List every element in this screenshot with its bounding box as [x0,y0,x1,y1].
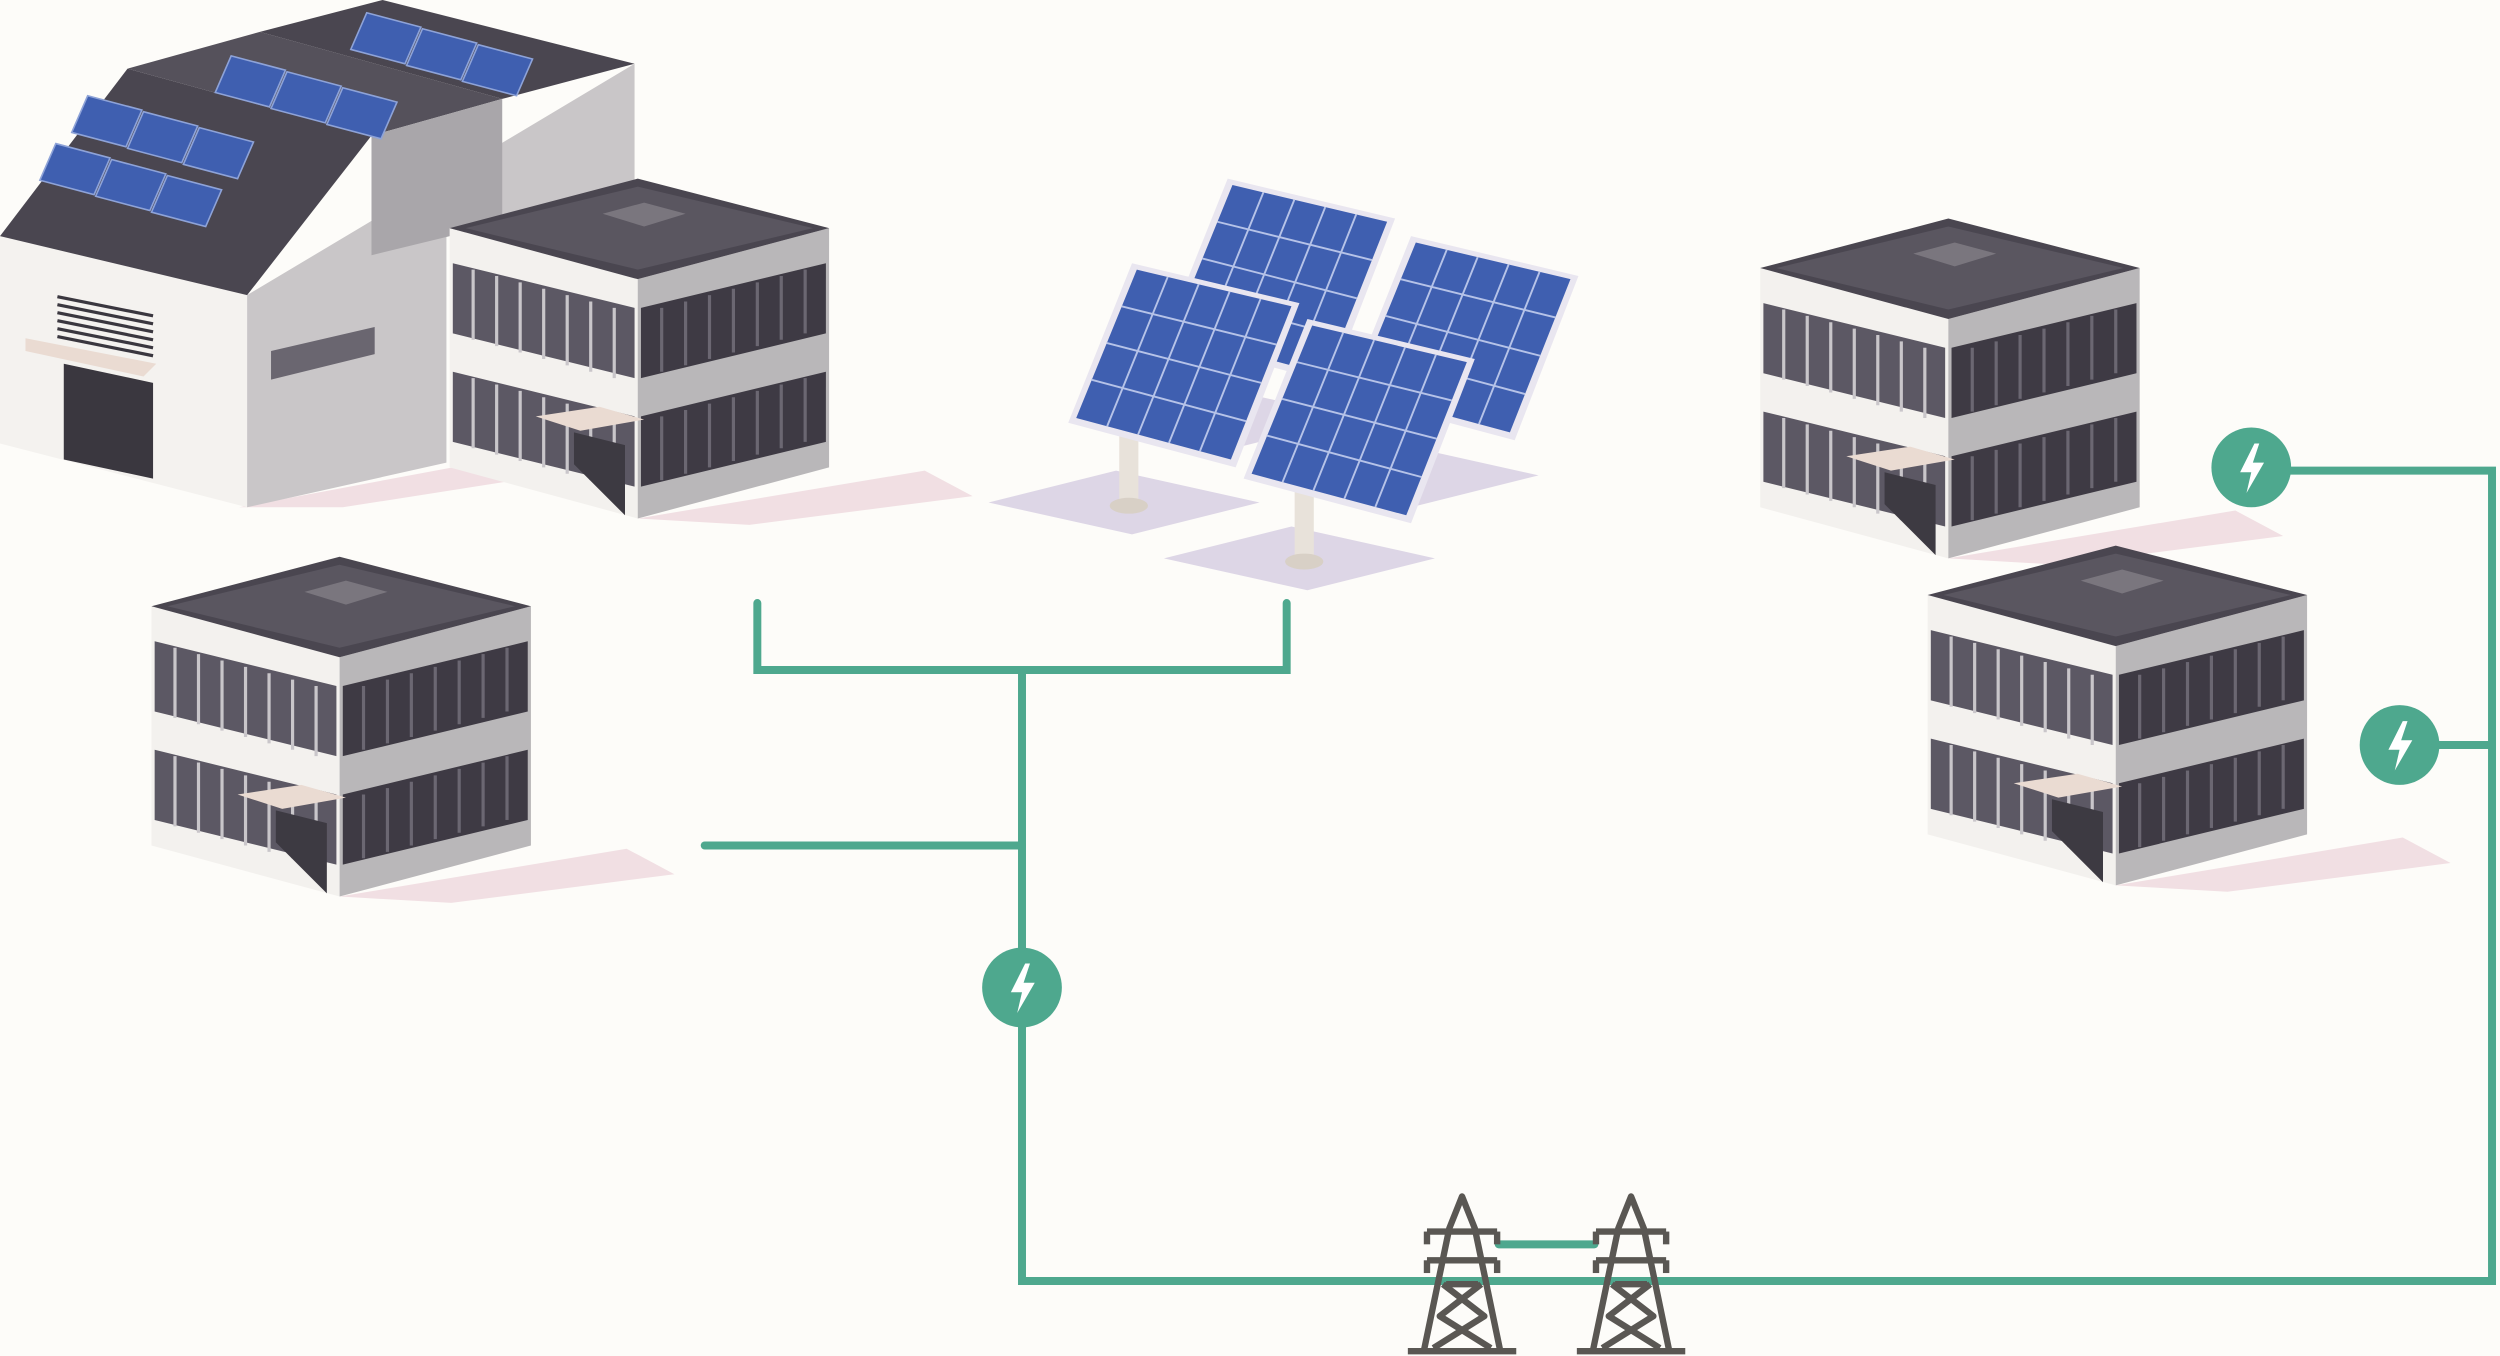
roof-vent [602,202,686,227]
solar-cell-line [1217,220,1373,261]
roof-solar-panel [214,54,287,108]
roof-inset [1776,226,2124,310]
solar-cell-line [1281,397,1437,440]
factory-vent-slat [57,319,154,342]
solar-cell-line [1312,339,1375,491]
solar-cell-line [1106,342,1262,384]
solar-base [1109,497,1148,514]
factory-shadow [239,462,527,508]
factory-vent-slat [57,311,154,334]
factory-side-wall [247,63,635,508]
lightning-bolt-icon [982,947,1062,1028]
office-buildings [151,178,2308,897]
solar-cell-line [1296,361,1452,402]
transmission-tower-icon [1407,1193,1517,1355]
solar-cell-line [1106,276,1169,427]
roof-solar-panel [94,158,167,212]
bolt-glyph [2388,721,2413,771]
roof-inset [1943,553,2292,637]
solar-cell-line [1199,298,1262,452]
roof-solar-panel [325,86,399,140]
entrance-canopy [2013,773,2123,798]
solar-tracker-2 [1068,263,1300,514]
solar-array [1068,178,1579,570]
entrance-canopy [1846,446,1955,471]
building-shadow [339,848,675,903]
solar-cell-line [1201,257,1358,300]
solar-panel-icon [1076,269,1292,460]
tower-brace [1436,1281,1493,1351]
transmission-towers [1407,1193,1686,1355]
roof-vent [1913,242,1997,267]
factory-vent-slat [57,335,154,358]
solar-cell-line [1121,305,1277,346]
tower-frame [1420,1193,1504,1352]
factory-vent-slat [57,303,154,326]
lightning-bolt-icon [2359,705,2440,785]
roof-solar-panel [150,174,223,228]
bolt-glyph [1010,963,1035,1014]
roof-solar-panel [182,126,255,180]
factory-vent-slat [57,327,154,350]
tower-frame [1589,1193,1673,1352]
solar-tracker-3 [1243,319,1475,570]
solar-cell-line [1343,347,1406,500]
lightning-bolt-icon [2211,427,2292,508]
roof-solar-panel [461,43,534,97]
entrance-door [2051,799,2103,883]
solar-panel-icon [1251,325,1467,516]
solar-cell-line [1266,434,1422,478]
roof-solar-panel [70,94,144,148]
roof-vent [2080,569,2164,594]
solar-cell-line [1374,354,1437,508]
transmission-tower-icon [1576,1193,1686,1355]
power-line [1018,466,2497,1286]
solar-cell-line [1091,378,1247,423]
entrance-door [573,432,625,516]
factory-canopy [25,338,157,377]
office-building-0 [151,556,531,897]
factory [0,0,635,508]
office-building-3 [1927,545,2308,886]
energy-nodes [982,427,2440,1028]
factory-vent-slat [57,295,154,318]
solar-cell-line [1168,291,1231,444]
solar-tracker-1 [1347,236,1579,487]
roof-solar-panel [349,11,423,65]
tower-brace [1600,1281,1657,1351]
solar-cell-line [1385,314,1541,357]
solar-cell-line [1281,332,1344,483]
solar-cell-line [1137,283,1200,435]
factory-window [271,327,375,380]
entrance-door [1884,472,1936,556]
bolt-glyph [2240,443,2265,493]
solar-cell-line [1478,271,1541,425]
office-building-1 [449,178,830,519]
entrance-door [275,810,327,894]
office-building-2 [1760,218,2140,559]
roof-solar-panel [405,27,478,81]
building-shadow [2115,837,2451,892]
entrance-canopy [237,784,346,809]
roof-inset [465,186,814,270]
factory-garage-door [63,363,154,479]
roof-solar-panel [126,110,199,164]
building-shadow [1948,510,2284,565]
roof-inset [167,564,515,648]
tower-brace [1431,1281,1488,1351]
factory-gable [371,98,503,256]
solar-cell-line [1400,278,1556,319]
building-shadow [637,470,973,525]
roof-vent [304,580,388,605]
roof-solar-panel [38,142,112,196]
roof-solar-panel [269,70,343,124]
solar-base [1285,553,1324,570]
entrance-canopy [535,406,645,431]
tower-brace [1605,1281,1662,1351]
